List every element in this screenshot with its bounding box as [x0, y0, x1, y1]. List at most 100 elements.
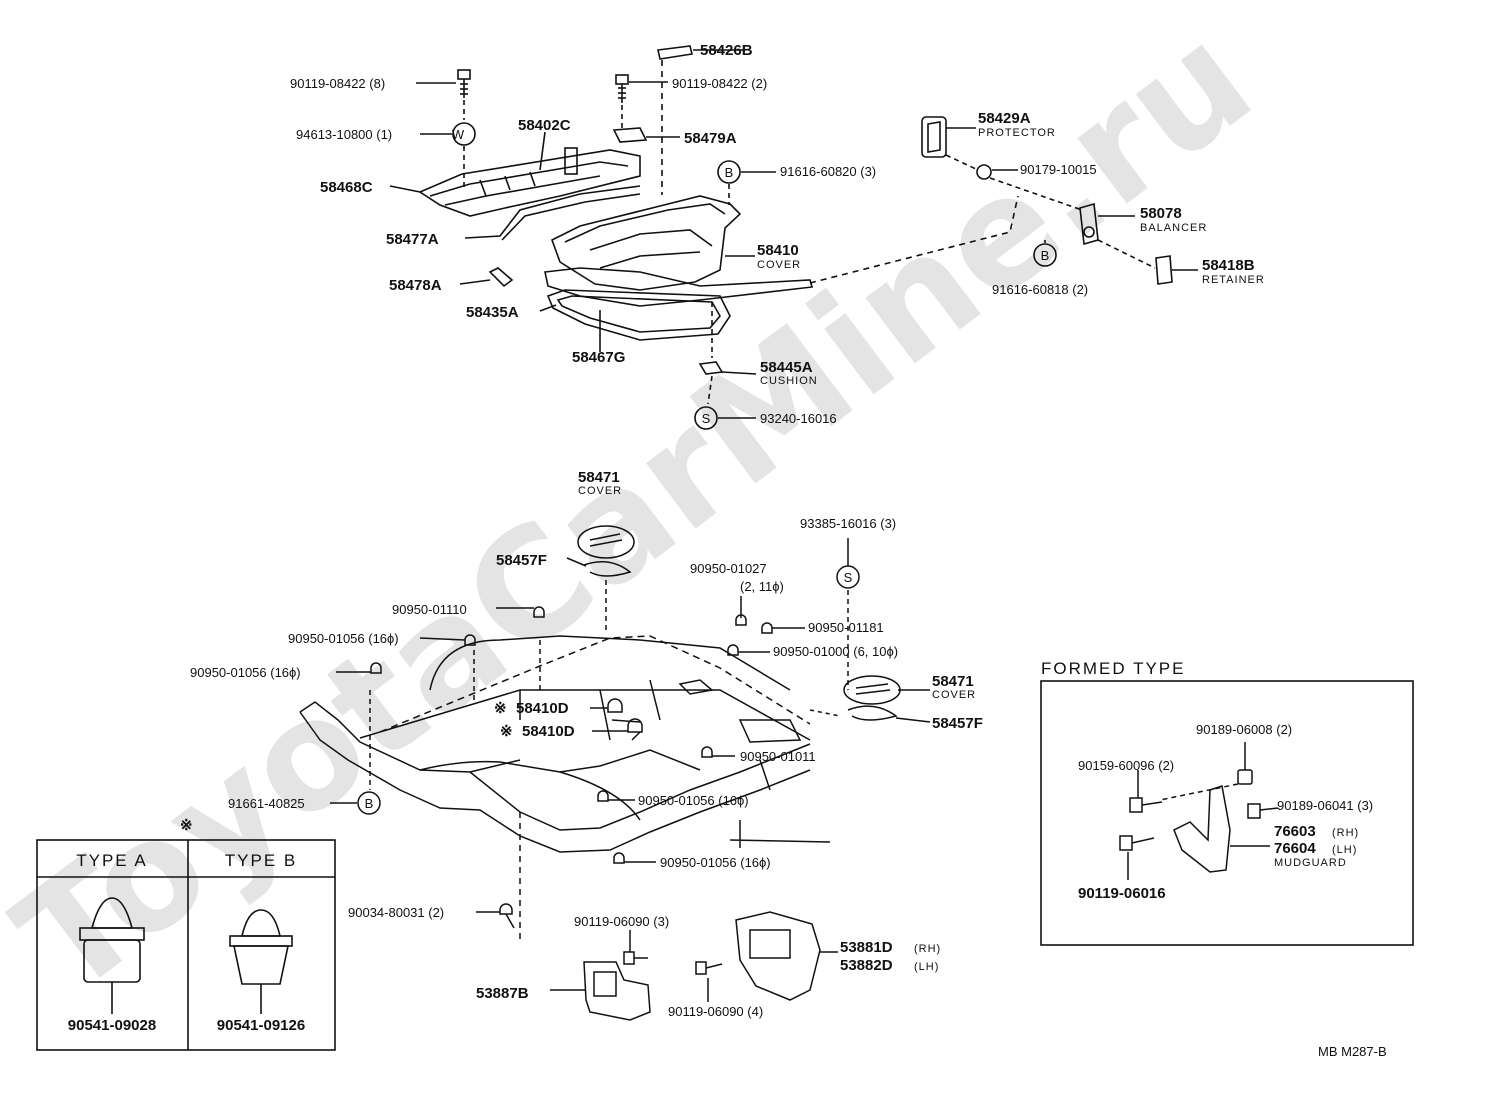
label-53887B: 53887B — [476, 985, 529, 1002]
star-mark: ※ — [494, 700, 507, 717]
label-58477A: 58477A — [386, 231, 439, 248]
washer-W-icon — [452, 122, 476, 146]
grommet-icon — [613, 852, 625, 864]
label-53881D: 53881D — [840, 939, 893, 956]
nut-icon — [1237, 769, 1253, 785]
part-53887B-shape — [583, 961, 651, 1021]
B-marker-icon — [1033, 243, 1057, 267]
bolt-icon — [1129, 797, 1163, 813]
label-58410D-2: 58410D — [522, 723, 575, 740]
watermark: ToyotaCarMine.ru — [0, 0, 1283, 1029]
part-53881D-shape — [735, 911, 821, 1001]
label-58479A: 58479A — [684, 130, 737, 147]
label-76604: 76604 — [1274, 840, 1316, 857]
label-58418B-sub: RETAINER — [1202, 274, 1265, 286]
label-76603-sub: (RH) — [1332, 827, 1359, 839]
bolt-icon — [615, 74, 629, 103]
bolt-icon — [457, 69, 471, 98]
labels: 58426B 90119-08422 (8) 90119-08422 (2) 9… — [190, 42, 1387, 1059]
label-58078: 58078 — [1140, 205, 1182, 222]
grommet-icon — [533, 606, 545, 618]
label-58471-right-sub: COVER — [932, 689, 976, 701]
nut-icon — [1247, 803, 1279, 819]
label-90950-01056-b: 90950-01056 (16ϕ) — [190, 665, 301, 680]
bolt-icon — [623, 951, 648, 965]
label-58471-top: 58471 — [578, 469, 620, 486]
part-58478A-shape — [488, 267, 514, 288]
label-53882D-sub: (LH) — [914, 961, 939, 973]
B-marker-letter: B — [365, 796, 374, 811]
part-58468C-shape — [418, 149, 641, 217]
star-mark: ※ — [500, 723, 513, 740]
label-90950-01027: 90950-01027 — [690, 561, 767, 576]
label-58410-sub: COVER — [757, 259, 801, 271]
label-58429A: 58429A — [978, 110, 1031, 127]
label-90950-01056-c: 90950-01056 (16ϕ) — [638, 793, 749, 808]
label-58418B: 58418B — [1202, 257, 1255, 274]
label-58457F-top: 58457F — [496, 552, 547, 569]
label-58429A-sub: PROTECTOR — [978, 127, 1056, 139]
label-58078-sub: BALANCER — [1140, 222, 1207, 234]
B-marker-icon — [357, 791, 381, 815]
label-53882D: 53882D — [840, 957, 893, 974]
label-58478A: 58478A — [389, 277, 442, 294]
type-a-header: TYPE A — [76, 851, 148, 870]
grommet-icon — [735, 614, 747, 626]
floor-assembly — [299, 525, 931, 1021]
label-58471-right: 58471 — [932, 673, 974, 690]
label-94613-10800: 94613-10800 (1) — [296, 127, 392, 142]
formed-type-title: FORMED TYPE — [1041, 659, 1185, 678]
type-b-plug-icon — [229, 909, 293, 1014]
label-76603: 76603 — [1274, 823, 1316, 840]
label-90034-80031: 90034-80031 (2) — [348, 905, 444, 920]
type-b-header: TYPE B — [225, 851, 297, 870]
part-58410-cover-shape — [551, 195, 742, 291]
label-58468C: 58468C — [320, 179, 373, 196]
label-53881D-sub: (RH) — [914, 943, 941, 955]
mudguard-icon — [1173, 785, 1231, 873]
S-marker-icon — [694, 406, 718, 430]
label-mudguard: MUDGUARD — [1274, 857, 1347, 869]
type-inset: ※ TYPE A TYPE B 90541-09028 90541-09126 — [36, 817, 336, 1051]
bolt-icon — [695, 961, 723, 975]
diagram-id: MB M287-B — [1318, 1044, 1387, 1059]
part-58429A-protector-shape — [921, 116, 947, 158]
label-58457F-right: 58457F — [932, 715, 983, 732]
label-90950-01011: 90950-01011 — [740, 749, 816, 764]
top-assembly — [389, 45, 1019, 430]
B-marker-icon — [717, 160, 741, 184]
label-58426B: 58426B — [700, 42, 753, 59]
label-90159-60096: 90159-60096 (2) — [1078, 758, 1174, 773]
label-90119-06090-4: 90119-06090 (4) — [668, 1004, 763, 1019]
label-90119-06090-3: 90119-06090 (3) — [574, 914, 669, 929]
label-90119-08422-2: 90119-08422 (2) — [672, 76, 767, 91]
formed-type-inset: FORMED TYPE 90189-06008 (2) 901 — [1040, 659, 1414, 946]
type-b-part: 90541-09126 — [217, 1017, 305, 1034]
washer-W-letter: W — [452, 127, 465, 142]
B-marker-letter: B — [725, 165, 734, 180]
label-91616-60820: 91616-60820 (3) — [780, 164, 876, 179]
grommet-icon — [370, 662, 382, 674]
type-a-part: 90541-09028 — [68, 1017, 156, 1034]
label-90189-06041: 90189-06041 (3) — [1277, 798, 1373, 813]
S-marker-icon — [836, 565, 860, 589]
label-58467G: 58467G — [572, 349, 625, 366]
clip-icon — [607, 698, 623, 713]
part-58479A-shape — [612, 127, 648, 143]
B-marker-letter: B — [1041, 248, 1050, 263]
type-a-plug-icon — [79, 897, 145, 1014]
S-marker-letter: S — [702, 411, 711, 426]
label-90950-01056-d: 90950-01056 (16ϕ) — [660, 855, 771, 870]
label-90119-08422-8: 90119-08422 (8) — [290, 76, 385, 91]
label-90119-06016: 90119-06016 — [1078, 885, 1166, 902]
label-93385-16016: 93385-16016 (3) — [800, 516, 896, 531]
clip-icon — [627, 718, 643, 733]
label-90179-10015: 90179-10015 — [1020, 162, 1097, 177]
star-mark: ※ — [180, 817, 193, 834]
part-58471-cover-shape — [577, 525, 635, 559]
label-58445A-sub: CUSHION — [760, 375, 818, 387]
label-91661-40825: 91661-40825 — [228, 796, 305, 811]
part-58471-cover-right-shape — [843, 675, 901, 705]
label-93240-16016: 93240-16016 — [760, 411, 837, 426]
bolt-icon — [499, 903, 513, 915]
